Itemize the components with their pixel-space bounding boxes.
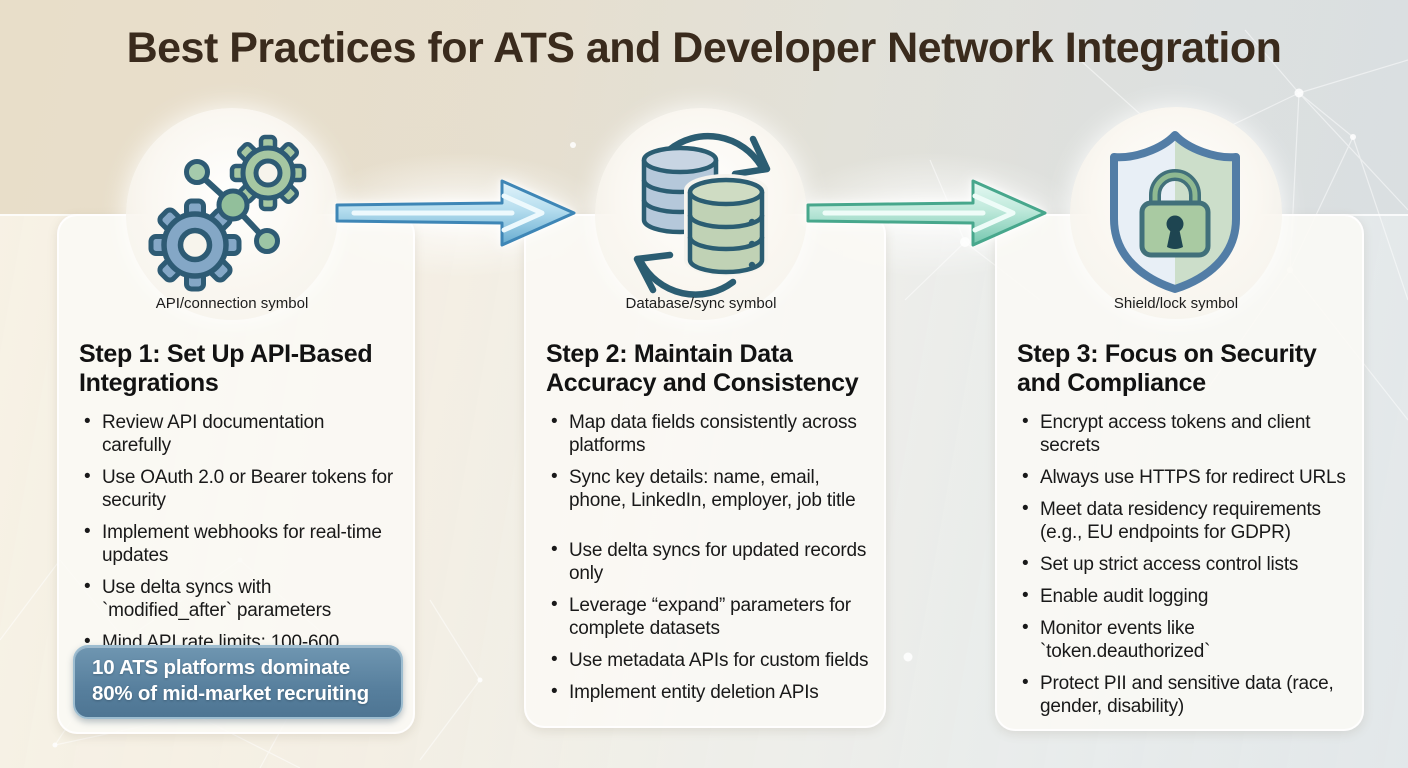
step-1-icon-circle bbox=[126, 108, 338, 320]
bullet-item: Use OAuth 2.0 or Bearer tokens for secur… bbox=[79, 465, 398, 512]
bullet-item: Implement entity deletion APIs bbox=[546, 680, 869, 704]
api-connection-icon bbox=[148, 134, 307, 292]
step-2-heading: Step 2: Maintain Data Accuracy and Consi… bbox=[546, 340, 859, 397]
bullet-item: Protect PII and sensitive data (race, ge… bbox=[1017, 671, 1347, 718]
bullet-item: Review API documentation carefully bbox=[79, 410, 398, 457]
step-3-icon-caption: Shield/lock symbol bbox=[1113, 295, 1239, 312]
step-3-icon-circle bbox=[1070, 107, 1282, 319]
bullet-item: Sync key details: name, email, phone, Li… bbox=[546, 465, 869, 512]
shield-lock-icon bbox=[1110, 131, 1240, 293]
step-2-icon-circle bbox=[595, 108, 807, 320]
bullet-item: Enable audit logging bbox=[1017, 584, 1347, 608]
bullet-item: Use delta syncs for updated records only bbox=[546, 538, 869, 585]
bullet-item: Implement webhooks for real-time updates bbox=[79, 520, 398, 567]
step-1-bullet-list: Review API documentation carefully Use O… bbox=[79, 410, 398, 677]
bullet-item: Set up strict access control lists bbox=[1017, 552, 1347, 576]
step-3-bullet-list: Encrypt access tokens and client secrets… bbox=[1017, 410, 1347, 718]
bullet-item: Encrypt access tokens and client secrets bbox=[1017, 410, 1347, 457]
bullet-item: Use delta syncs with `modified_after` pa… bbox=[79, 575, 398, 622]
bullet-item: Monitor events like `token.deauthorized` bbox=[1017, 616, 1347, 663]
bullet-item: Meet data residency requirements (e.g., … bbox=[1017, 497, 1347, 544]
step-2-bullet-list: Map data fields consistently across plat… bbox=[546, 410, 869, 704]
step-2-icon-caption: Database/sync symbol bbox=[625, 295, 777, 312]
page-title: Best Practices for ATS and Developer Net… bbox=[126, 24, 1282, 72]
bullet-item: Map data fields consistently across plat… bbox=[546, 410, 869, 457]
bullet-item: Always use HTTPS for redirect URLs bbox=[1017, 465, 1347, 489]
bullet-item: Use metadata APIs for custom fields bbox=[546, 648, 869, 672]
step-1-icon-caption: API/connection symbol bbox=[155, 295, 309, 312]
flow-arrow-right-icon-2 bbox=[806, 179, 1047, 247]
database-sync-icon bbox=[633, 132, 771, 298]
stat-badge: 10 ATS platforms dominate 80% of mid-mar… bbox=[73, 645, 403, 719]
step-3-heading: Step 3: Focus on Security and Compliance bbox=[1017, 340, 1317, 397]
flow-arrow-right-icon-1 bbox=[335, 179, 576, 247]
stat-badge-line-1: 10 ATS platforms dominate bbox=[92, 656, 351, 679]
step-1-heading: Step 1: Set Up API-Based Integrations bbox=[79, 340, 373, 397]
bullet-item: Leverage “expand” parameters for complet… bbox=[546, 593, 869, 640]
stat-badge-line-2: 80% of mid-market recruiting bbox=[92, 682, 369, 705]
step-1-card: Step 1: Set Up API-Based Integrations Re… bbox=[57, 214, 415, 734]
